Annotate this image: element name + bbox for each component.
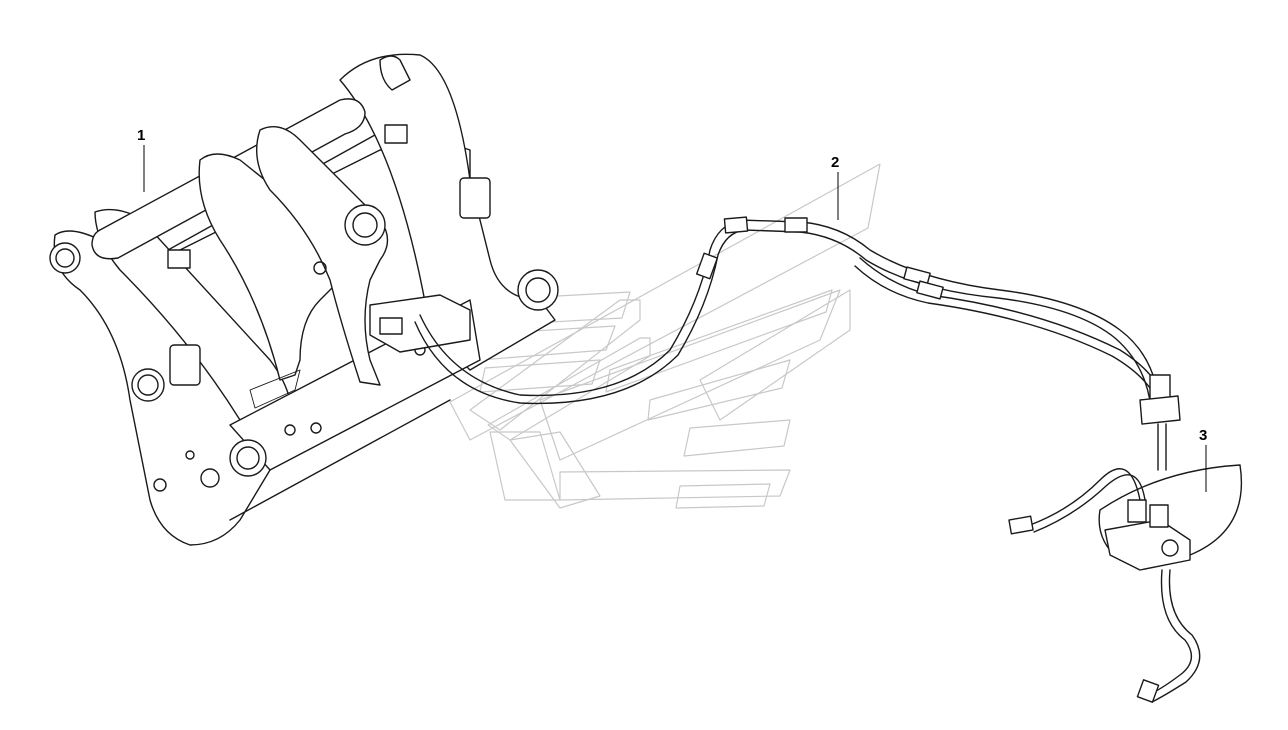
watermark-logo — [449, 163, 881, 509]
callout-1: 1 — [137, 127, 145, 192]
hose-assembly — [414, 216, 1171, 421]
callout-3: 3 — [1199, 427, 1207, 492]
quick-coupler-frame — [49, 53, 559, 546]
callout-number: 3 — [1199, 427, 1207, 444]
callout-number: 1 — [137, 127, 145, 144]
callout-number: 2 — [831, 154, 839, 171]
callout-2: 2 — [831, 154, 839, 220]
